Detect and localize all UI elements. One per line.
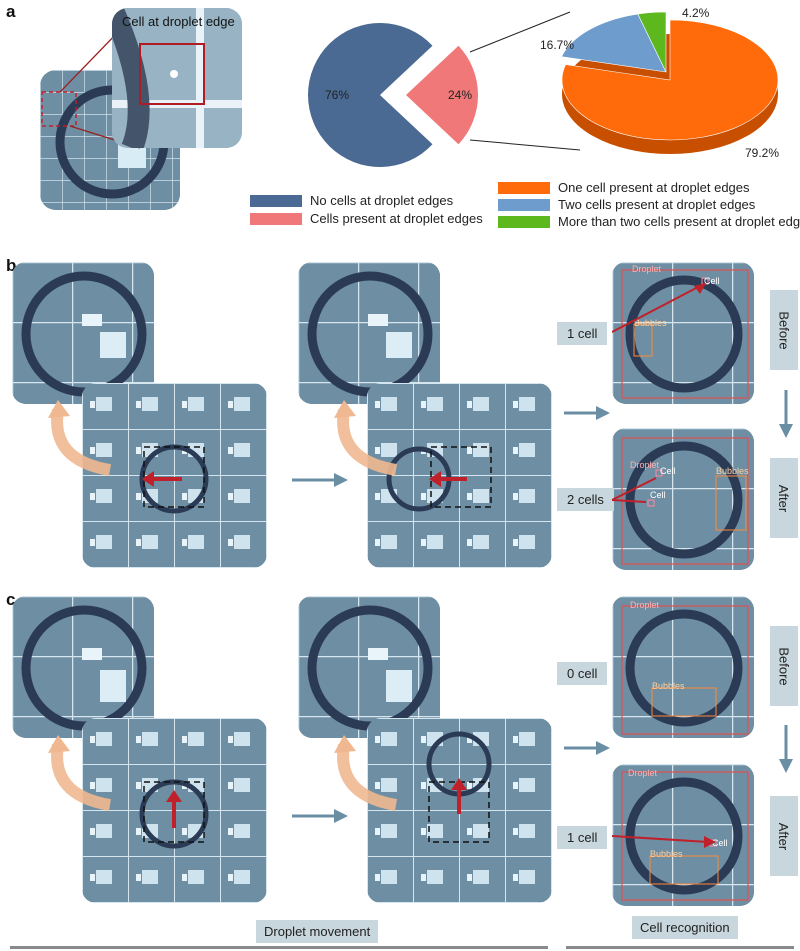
pie1-label-1: 24% — [448, 88, 472, 102]
pie1-slice-0 — [308, 22, 433, 167]
panel-label-a: a — [6, 2, 16, 21]
legend-swatch — [498, 181, 550, 194]
legend-two-cells: Two cells present at droplet edges — [498, 197, 755, 212]
b-recog-before-svg — [612, 262, 754, 404]
b-before-cell-label: Cell — [704, 276, 720, 286]
c-closeup-2 — [298, 596, 440, 738]
b-swoosh-arrow-2 — [334, 400, 398, 476]
legend-label: More than two cells present at droplet e… — [558, 214, 800, 229]
pie-chart-cell-count — [561, 11, 779, 154]
b-before-bubbles-label: Bubbles — [634, 318, 667, 328]
legend-label: Two cells present at droplet edges — [558, 197, 756, 212]
legend-one-cell: One cell present at droplet edges — [498, 180, 750, 195]
c-closeup-2-svg — [298, 596, 440, 738]
b-chip-1-svg — [82, 383, 267, 568]
pie1-slice-1 — [406, 45, 478, 145]
b-before-droplet-label: Droplet — [632, 264, 662, 274]
b-flow-arrow-2 — [564, 406, 610, 420]
c-before-count: 0 cell — [557, 662, 608, 685]
c-after-state: After — [770, 796, 798, 876]
legend-swatch — [250, 212, 302, 225]
c-recog-before-svg — [612, 596, 754, 738]
c-after-droplet-label: Droplet — [628, 768, 658, 778]
b-down-arrow — [779, 390, 793, 438]
legend-label: No cells at droplet edges — [310, 193, 454, 208]
c-flow-arrow-1 — [292, 809, 348, 823]
c-before-state: Before — [770, 626, 798, 706]
b-after-bubbles-label: Bubbles — [716, 466, 749, 476]
b-before-state-text: Before — [776, 310, 792, 350]
pie2-label-two: 16.7% — [540, 38, 575, 52]
b-before-count: 1 cell — [557, 322, 608, 345]
pie1-label-0: 76% — [325, 88, 349, 102]
legend-swatch — [498, 198, 550, 211]
recognition-rule — [566, 946, 794, 949]
b-flow-arrow-1 — [292, 473, 348, 487]
c-swoosh-arrow-2 — [334, 735, 398, 811]
b-after-state: After — [770, 458, 798, 538]
pie-chart-cell-presence: 76% 24% — [308, 22, 478, 167]
legend-swatch — [250, 194, 302, 207]
c-after-count: 1 cell — [557, 826, 608, 849]
b-chip-2 — [367, 383, 552, 568]
b-recog-before — [612, 262, 754, 404]
b-swoosh-arrow-1 — [48, 400, 112, 476]
zoom-inset — [112, 8, 242, 148]
legend-no-cells: No cells at droplet edges — [250, 193, 453, 208]
c-recog-before — [612, 596, 754, 738]
legend-label: Cells present at droplet edges — [310, 211, 483, 226]
c-before-droplet-label: Droplet — [630, 600, 660, 610]
b-after-droplet-label: Droplet — [630, 460, 660, 470]
c-recog-after-svg — [612, 764, 754, 906]
b-recog-after-svg — [612, 428, 754, 570]
legend-label: One cell present at droplet edges — [558, 180, 750, 195]
zoom-inset-svg — [112, 8, 242, 148]
c-closeup-1-svg — [12, 596, 154, 738]
c-before-bubbles-label: Bubbles — [652, 681, 685, 691]
b-closeup-1 — [12, 262, 154, 404]
zoom-label: Cell at droplet edge — [122, 14, 235, 29]
b-chip-1 — [82, 383, 267, 568]
b-after-cell-pointers — [612, 477, 657, 503]
pie2-label-more: 4.2% — [682, 6, 710, 20]
c-flow-arrow-2 — [564, 741, 610, 755]
c-chip-2-svg — [367, 718, 552, 903]
pie-connector-lines — [469, 11, 581, 151]
panel-label-b: b — [6, 256, 17, 275]
panel-label-c: c — [6, 590, 16, 609]
b-after-cell-label-2: Cell — [650, 490, 666, 500]
c-swoosh-arrow-1 — [48, 735, 112, 811]
b-after-count: 2 cells — [557, 488, 614, 511]
legend-swatch — [498, 215, 550, 228]
pie2-slice-1 — [561, 13, 667, 73]
movement-rule — [10, 946, 548, 949]
pie2-slice-0 — [561, 19, 779, 141]
legend-more-cells: More than two cells present at droplet e… — [498, 214, 800, 229]
c-chip-1 — [82, 718, 267, 903]
b-closeup-2 — [298, 262, 440, 404]
b-after-state-text: After — [776, 484, 792, 512]
c-chip-2 — [367, 718, 552, 903]
c-after-bubbles-label: Bubbles — [650, 849, 683, 859]
c-after-cell-label: Cell — [712, 838, 728, 848]
b-after-cell-label-1: Cell — [660, 466, 676, 476]
c-before-state-text: Before — [776, 646, 792, 686]
caption-droplet-movement: Droplet movement — [256, 920, 379, 943]
c-after-state-text: After — [776, 822, 792, 850]
c-down-arrow — [779, 725, 793, 773]
c-recog-after — [612, 764, 754, 906]
c-after-cell-pointer — [612, 835, 716, 848]
c-closeup-1 — [12, 596, 154, 738]
c-chip-1-svg — [82, 718, 267, 903]
b-recog-after — [612, 428, 754, 570]
b-before-cell-pointer — [612, 283, 706, 333]
b-chip-2-svg — [367, 383, 552, 568]
pie2-label-one: 79.2% — [745, 146, 780, 160]
pie2-slice-2 — [637, 11, 667, 73]
b-before-state: Before — [770, 290, 798, 370]
caption-cell-recognition: Cell recognition — [632, 916, 738, 939]
legend-cells-present: Cells present at droplet edges — [250, 211, 483, 226]
